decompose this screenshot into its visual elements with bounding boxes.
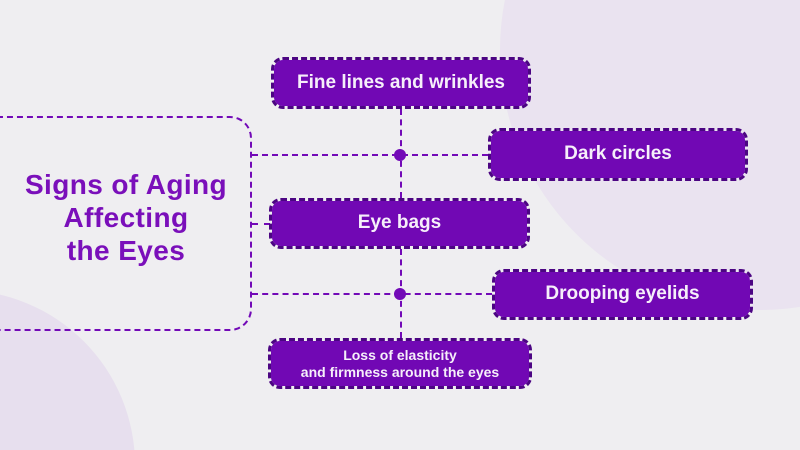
- node-dark-circles: Dark circles: [488, 128, 748, 181]
- node-drooping-eyelids: Drooping eyelids: [492, 269, 753, 320]
- node-label-line-1: Loss of elasticity: [343, 346, 457, 363]
- title-line-3: the Eyes: [66, 235, 186, 266]
- node-label: Dark circles: [564, 143, 672, 165]
- title-box: [0, 116, 252, 331]
- connector-dark-circles: [252, 154, 488, 156]
- node-fine-lines-and-wrinkles: Fine lines and wrinkles: [271, 57, 531, 109]
- junction-dot-top: [394, 149, 406, 161]
- connector-eye-bags: [252, 223, 270, 225]
- title-line-2: Affecting: [63, 202, 189, 233]
- node-label-line-2: and firmness around the eyes: [300, 363, 500, 380]
- node-label: Fine lines and wrinkles: [296, 71, 505, 93]
- node-eye-bags: Eye bags: [269, 198, 530, 249]
- junction-dot-bottom: [394, 288, 406, 300]
- title-line-1: Signs of Aging: [24, 169, 228, 200]
- node-label: Drooping eyelids: [545, 283, 700, 305]
- diagram-title: Signs of Aging Affecting the Eyes: [0, 168, 252, 267]
- node-loss-of-elasticity: Loss of elasticity and firmness around t…: [268, 338, 532, 389]
- connector-drooping-eyelids: [252, 293, 492, 295]
- node-label: Eye bags: [357, 212, 442, 234]
